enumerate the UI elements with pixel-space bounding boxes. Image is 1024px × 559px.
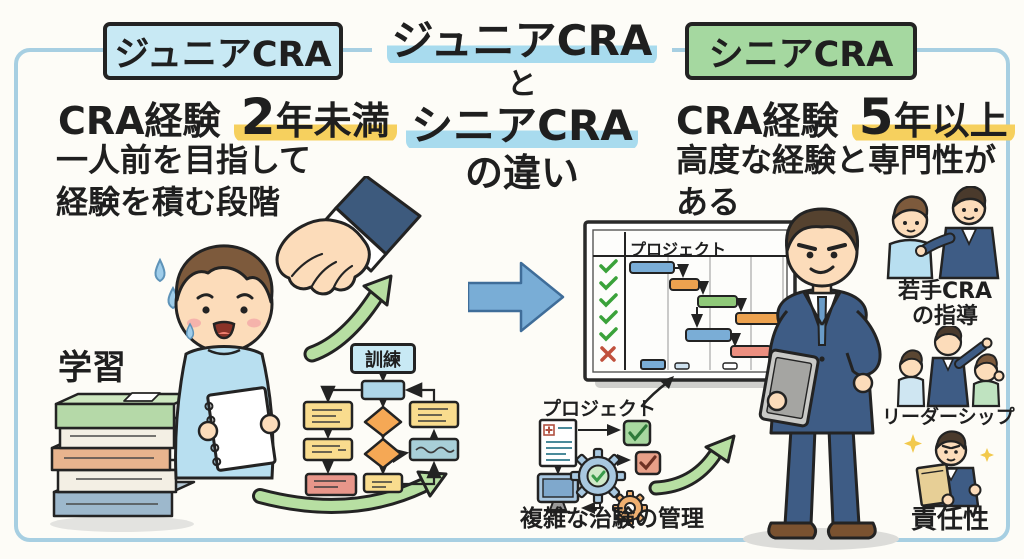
books-stack-illustration (50, 392, 200, 532)
learning-label: 学習 (58, 348, 126, 388)
leadership-illustration (896, 326, 1005, 408)
title-and-line: と (507, 67, 537, 103)
gantt-board-title: プロジェクト (630, 240, 727, 259)
senior-cra-character (743, 207, 899, 550)
junior-experience-heading: CRA経験 2年未満 (58, 88, 397, 146)
monitor-icon (536, 472, 580, 514)
leadership-caption: リーダーシップ (882, 406, 1015, 428)
growth-arrow-icon (303, 274, 393, 363)
sweat-drops-icon (154, 257, 179, 310)
responsibility-caption: 責任性 (910, 505, 989, 535)
junior-description: 一人前を目指して 経験を積む段階 (56, 141, 312, 221)
training-label-box: 訓練 (350, 343, 416, 374)
training-flowchart (302, 364, 460, 497)
title-junior-line: ジュニアCRA (372, 16, 672, 65)
junior-cra-character (154, 244, 281, 480)
senior-cra-badge: シニアCRA (685, 22, 917, 80)
green-checkbox-icon (622, 419, 652, 447)
small-gear-icon (612, 490, 648, 526)
check-icons (599, 259, 618, 342)
management-caption: 複雑な治験の管理 (520, 506, 704, 532)
transition-arrow-icon (468, 261, 565, 333)
main-title: ジュニアCRA と シニアCRA の違い (372, 12, 672, 200)
junior-cra-badge: ジュニアCRA (103, 22, 343, 80)
senior-description: 高度な経験と専門性が ある (676, 141, 997, 221)
cross-icon (600, 346, 616, 362)
sparkle-icons (904, 434, 994, 462)
trial-management-icons (536, 418, 662, 526)
helping-hand-illustration (275, 176, 422, 296)
folder-icon (915, 463, 953, 507)
title-senior-line: シニアCRA (372, 101, 672, 151)
tablet-icon (758, 348, 820, 428)
project-gantt-board (583, 220, 797, 388)
document-icon (538, 418, 578, 468)
project-label: プロジェクト (542, 398, 657, 420)
red-checkbox-icon (634, 450, 662, 476)
responsibility-illustration (904, 430, 994, 508)
senior-experience-heading: CRA経験 5年以上 (676, 88, 1015, 146)
title-difference-line: の違い (464, 151, 579, 196)
mentoring-illustration (886, 186, 1000, 280)
advance-arrow-icon (648, 434, 736, 496)
project-pointer-arrow-icon (640, 376, 674, 408)
mentoring-caption: 若手CRA の指導 (897, 279, 993, 330)
gear-check-icon (569, 447, 627, 505)
